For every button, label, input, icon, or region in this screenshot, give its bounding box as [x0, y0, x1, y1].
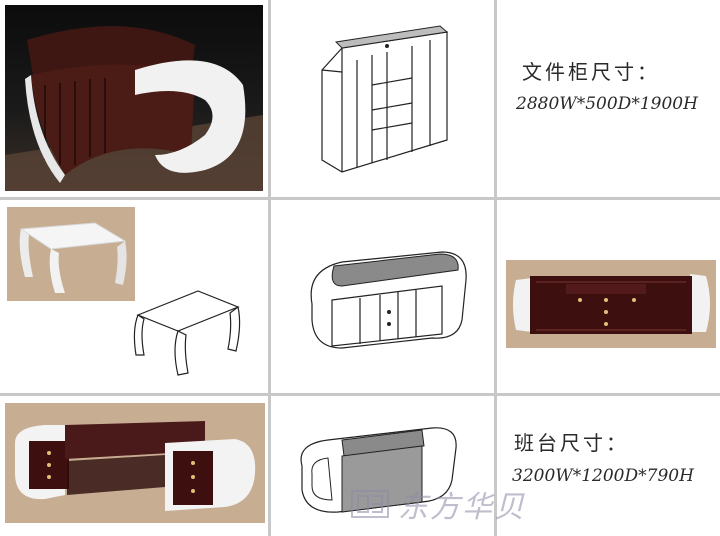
- watermark-text: 东方华贝: [398, 490, 526, 525]
- desk-drawing-cell: [272, 396, 494, 536]
- brand-watermark: 东方华贝: [350, 482, 526, 526]
- sideboard-photo: [506, 260, 716, 348]
- executive-desk-render: [15, 421, 256, 511]
- desk-photo-tan: [5, 403, 265, 523]
- side-table-render: [19, 222, 127, 293]
- curved-desk-render: [5, 26, 263, 191]
- grid-divider: [0, 197, 720, 200]
- desk-spec-title: 班台尺寸：: [514, 431, 629, 455]
- file-cabinet-drawing: [321, 25, 449, 173]
- sideboard-drawing-cell: [272, 200, 494, 393]
- desk-photo-dark: [5, 5, 263, 191]
- side-table-drawing-cell: [128, 285, 258, 380]
- desk-spec-dimensions: 3200W*1200D*790H: [512, 466, 694, 486]
- side-table-photo: [7, 207, 135, 301]
- cabinet-spec-dimensions: 2880W*500D*1900H: [516, 94, 698, 114]
- grid-divider: [268, 0, 271, 536]
- executive-desk-drawing: [300, 427, 457, 513]
- grid-divider: [494, 0, 497, 536]
- grid-divider: [0, 393, 720, 396]
- cabinet-drawing-cell: [272, 0, 494, 197]
- sideboard-render: [513, 274, 710, 334]
- cabinet-spec-title: 文件柜尺寸：: [522, 60, 660, 84]
- sideboard-drawing: [310, 251, 467, 349]
- side-table-drawing: [133, 290, 241, 376]
- brand-logo-icon: [351, 490, 389, 518]
